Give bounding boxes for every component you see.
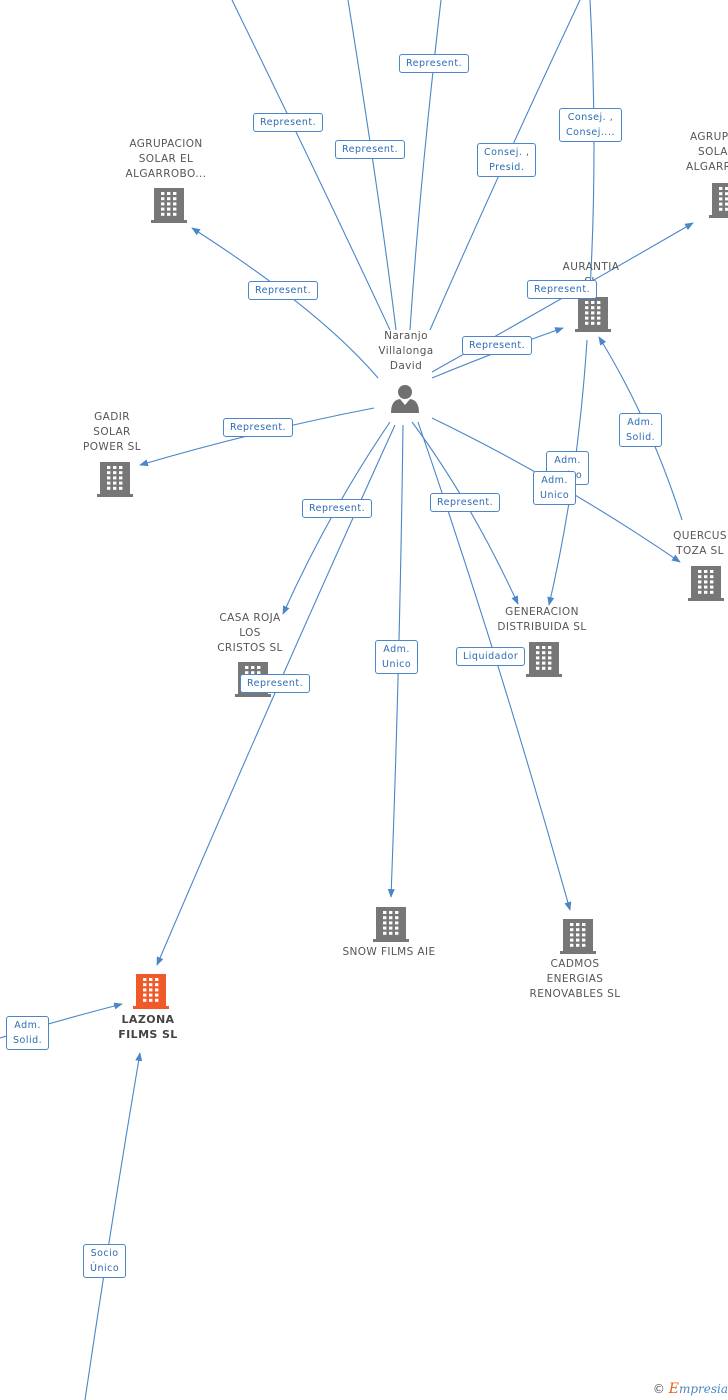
edge-label[interactable]: Represent. bbox=[399, 54, 470, 73]
node-label-agrupacion-right[interactable]: AGRUP SOLA ALGARR bbox=[686, 131, 728, 173]
building-icon bbox=[688, 566, 724, 601]
edge-line bbox=[84, 1052, 143, 1400]
building-icon bbox=[373, 907, 409, 942]
edge-line bbox=[409, 0, 442, 331]
edge-label[interactable]: Represent. bbox=[302, 499, 373, 518]
edge-label[interactable]: Represent. bbox=[335, 140, 406, 159]
edge-line bbox=[191, 227, 379, 379]
building-icon bbox=[526, 642, 562, 677]
building-icon bbox=[97, 462, 133, 497]
edge-label[interactable]: Represent. bbox=[462, 336, 533, 355]
edge-label[interactable]: Adm.Solid. bbox=[6, 1016, 50, 1050]
empresia-watermark[interactable]: © Empresia bbox=[652, 1381, 728, 1397]
edge-label[interactable]: Liquidador bbox=[456, 647, 526, 666]
edge-line bbox=[231, 0, 391, 331]
edge-label[interactable]: Consej. ,Consej.... bbox=[559, 108, 622, 142]
node-label-casa-roja[interactable]: CASA ROJA LOS CRISTOS SL bbox=[217, 612, 283, 654]
node-label-gadir[interactable]: GADIR SOLAR POWER SL bbox=[83, 411, 141, 453]
edge-line bbox=[347, 0, 397, 331]
building-icon-highlight bbox=[133, 974, 169, 1009]
node-label-agrupacion-algarrobo[interactable]: AGRUPACION SOLAR EL ALGARROBO... bbox=[125, 138, 207, 180]
node-label-generacion[interactable]: GENERACION DISTRIBUIDA SL bbox=[497, 606, 587, 633]
edge-label[interactable]: Adm.Unico bbox=[375, 640, 419, 674]
building-icon bbox=[560, 919, 596, 954]
building-icon bbox=[575, 297, 611, 332]
edge-label[interactable]: Represent. bbox=[223, 418, 294, 437]
edge-line bbox=[282, 421, 391, 615]
buildings bbox=[97, 183, 728, 1009]
node-label-cadmos[interactable]: CADMOS ENERGIAS RENOVABLES SL bbox=[529, 958, 621, 1000]
person-icon bbox=[391, 385, 419, 413]
node-label-snow-films[interactable]: SNOW FILMS AIE bbox=[342, 946, 436, 958]
edge-label[interactable]: Represent. bbox=[240, 674, 311, 693]
edge-line bbox=[589, 0, 595, 291]
building-icon bbox=[151, 188, 187, 223]
node-label-quercus[interactable]: QUERCUS TOZA SL bbox=[673, 530, 727, 557]
edge-label[interactable]: Consej. ,Presid. bbox=[477, 143, 537, 177]
edge-label[interactable]: Represent. bbox=[430, 493, 501, 512]
node-label-person[interactable]: Naranjo Villalonga David bbox=[378, 330, 434, 372]
edge-label[interactable]: Represent. bbox=[527, 280, 598, 299]
building-icon bbox=[709, 183, 728, 218]
edge-label[interactable]: Represent. bbox=[248, 281, 319, 300]
edge-label[interactable]: Adm.Solid. bbox=[619, 413, 663, 447]
node-label-lazona[interactable]: LAZONA FILMS SL bbox=[118, 1013, 178, 1041]
edge-label[interactable]: Adm.Unico bbox=[533, 471, 577, 505]
edge-label[interactable]: Represent. bbox=[253, 113, 324, 132]
